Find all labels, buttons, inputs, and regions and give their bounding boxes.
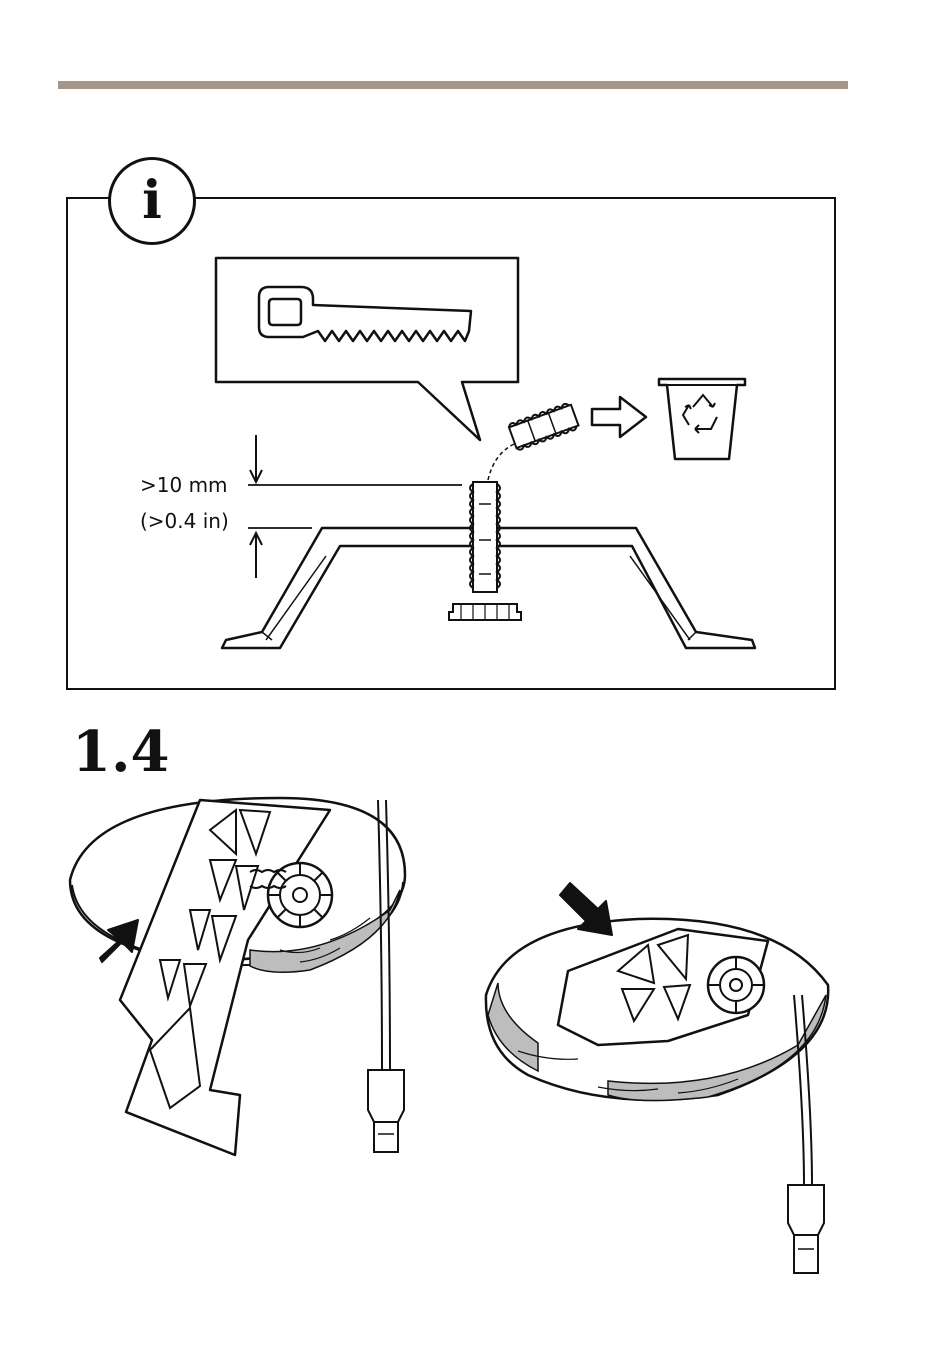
spring-screw	[445, 478, 525, 628]
step-number: 1.4	[72, 722, 169, 782]
step-illustration-seated	[478, 875, 838, 1285]
step-illustration-insert	[60, 790, 420, 1165]
